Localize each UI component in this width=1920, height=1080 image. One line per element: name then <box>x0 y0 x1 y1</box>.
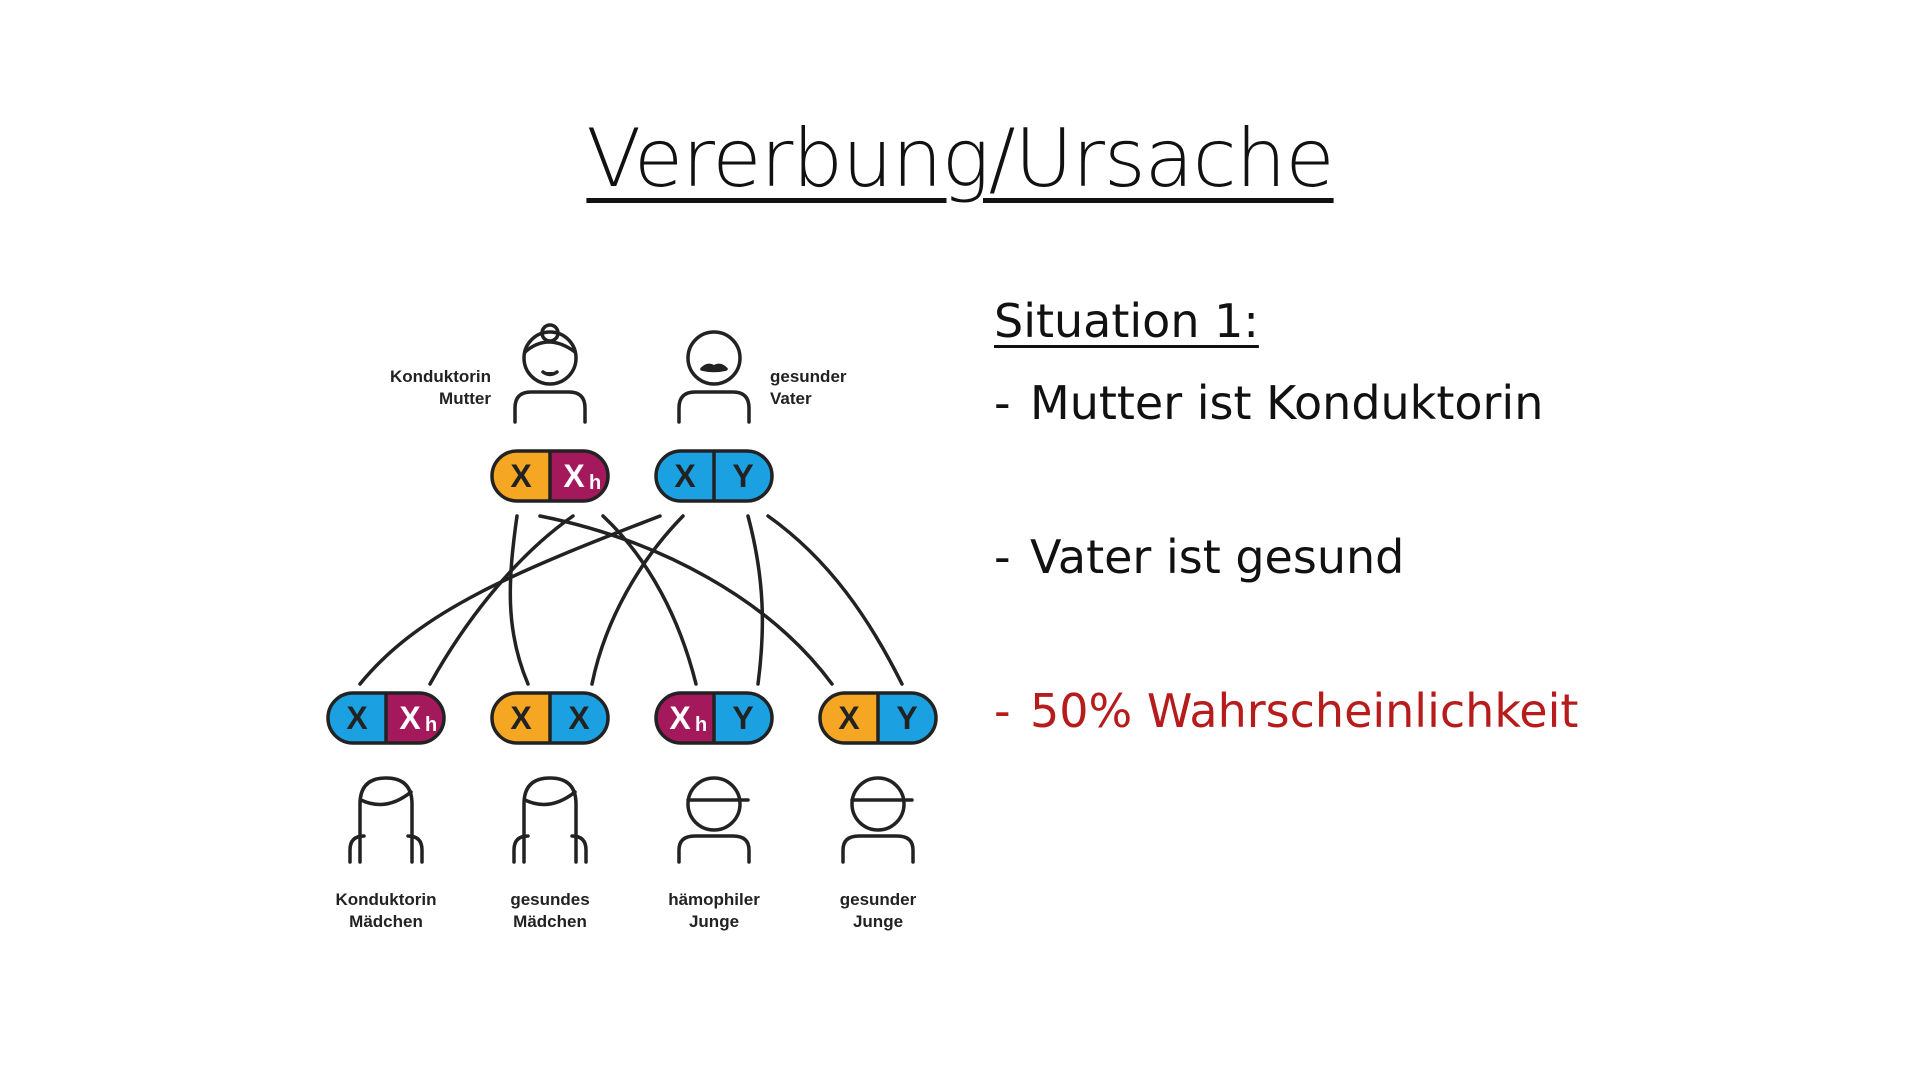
child4-label-line1: gesunder <box>840 890 917 909</box>
chromosome-letter: X <box>510 700 532 736</box>
chromosome-letter: Y <box>732 458 753 494</box>
bullet-dash: - <box>994 376 1011 430</box>
father-icon <box>677 330 751 424</box>
chromosome-half <box>714 451 772 501</box>
boy-icon <box>841 776 915 864</box>
chromosome-half <box>492 693 550 743</box>
chromosome-letter: X <box>563 458 585 494</box>
chromosome-letter: X <box>838 700 860 736</box>
father-label-line2: Vater <box>770 389 812 408</box>
bullet-father: -Vater ist gesund <box>994 530 1404 584</box>
child3-label-line2: Junge <box>689 912 739 931</box>
chromosome-letter: X <box>674 458 696 494</box>
chromosome-letter: Y <box>732 700 753 736</box>
chromosome-half <box>714 693 772 743</box>
chromosome-outline <box>654 691 774 745</box>
chromosome-letter: Y <box>896 700 917 736</box>
chromosome-letter: X <box>669 700 691 736</box>
girl-icon <box>512 776 588 864</box>
mother-label-line2: Mutter <box>439 389 491 408</box>
chromosome-letter: X <box>346 700 368 736</box>
child1-label-line1: Konduktorin <box>335 890 436 909</box>
chromosome-half <box>492 451 550 501</box>
child3-label-line1: hämophiler <box>668 890 760 909</box>
situation-heading: Situation 1: <box>994 294 1259 348</box>
chromosome-half <box>550 693 608 743</box>
chromosome-letter: X <box>568 700 590 736</box>
child2-label-line2: Mädchen <box>513 912 587 931</box>
line-father-to-child4 <box>766 514 904 686</box>
chromosome-half <box>820 693 878 743</box>
bullet-text: Mutter ist Konduktorin <box>1030 376 1544 430</box>
child2-label-line1: gesundes <box>510 890 589 909</box>
inheritance-lines <box>358 514 904 686</box>
slide-title-text: Vererbung/Ursache <box>586 112 1334 205</box>
child4-label-line2: Junge <box>853 912 903 931</box>
bullet-text: 50% Wahrscheinlichkeit <box>1030 684 1579 738</box>
bullet-dash: - <box>994 530 1011 584</box>
chromosome-half <box>878 693 936 743</box>
chromosome-half <box>550 451 608 501</box>
chromosome-outline <box>326 691 446 745</box>
boy-icon <box>677 776 751 864</box>
line-father-to-child2 <box>590 514 685 686</box>
chromosome-letter: X <box>399 700 421 736</box>
chromosome-half <box>386 693 444 743</box>
line-mother-to-child3 <box>601 514 698 686</box>
line-mother-to-child2 <box>508 514 530 686</box>
bullet-mother: -Mutter ist Konduktorin <box>994 376 1543 430</box>
chromosome-outline <box>818 691 938 745</box>
line-mother-to-child1 <box>358 514 662 686</box>
chromosome-outline <box>654 449 774 503</box>
chromosome-half <box>656 693 714 743</box>
chromosome-outline <box>490 449 610 503</box>
slide-title: Vererbung/Ursache <box>0 112 1920 205</box>
chromosome-subscript: h <box>589 472 601 494</box>
bullet-probability: -50% Wahrscheinlichkeit <box>994 684 1578 738</box>
chromosome-subscript: h <box>695 714 707 736</box>
chromosome-half <box>328 693 386 743</box>
chromosome-outline <box>490 691 610 745</box>
bullet-text: Vater ist gesund <box>1030 530 1405 584</box>
line-father-to-child1 <box>428 514 575 686</box>
mother-label-line1: Konduktorin <box>390 367 491 386</box>
father-label-line1: gesunder <box>770 367 847 386</box>
bullet-dash: - <box>994 684 1011 738</box>
child1-label-line2: Mädchen <box>349 912 423 931</box>
chromosome-subscript: h <box>425 714 437 736</box>
girl-icon <box>348 776 424 864</box>
line-father-to-child3 <box>746 514 765 686</box>
line-mother-to-child4 <box>538 514 834 686</box>
chromosome-letter: X <box>510 458 532 494</box>
chromosome-half <box>656 451 714 501</box>
mother-icon <box>513 323 587 424</box>
